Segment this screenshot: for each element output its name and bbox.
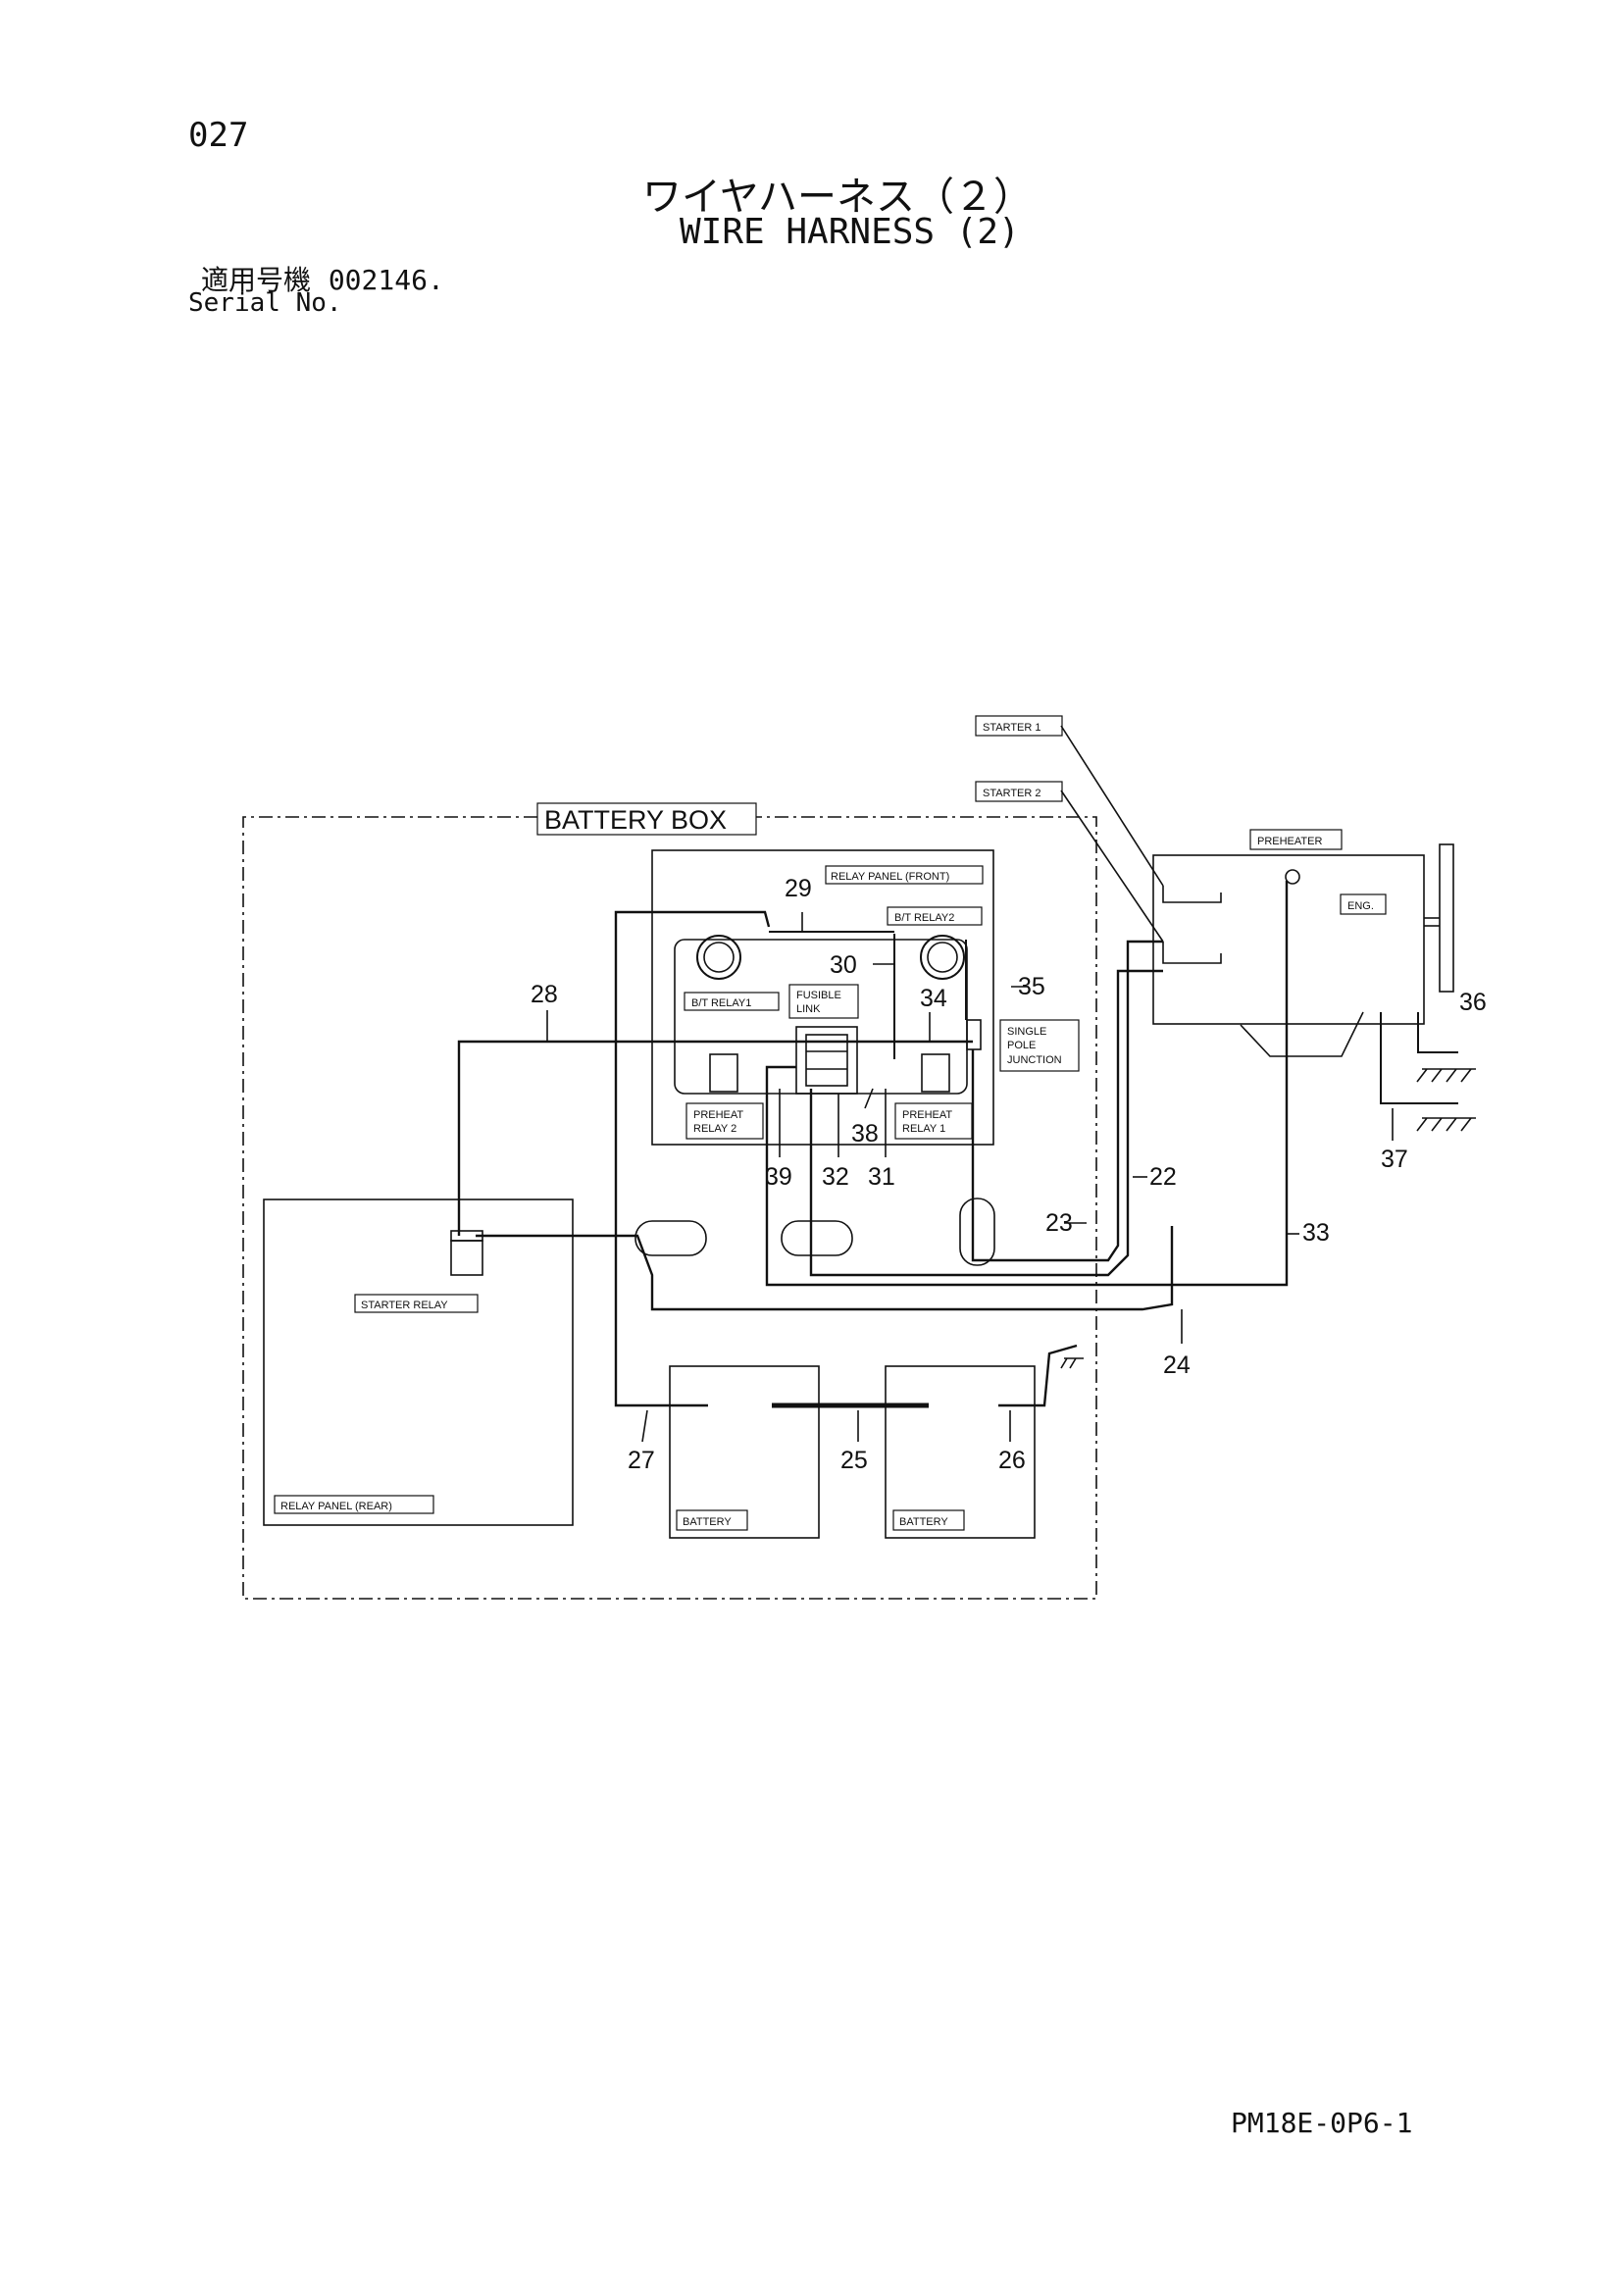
fusible-link-label: FUSIBLE	[796, 990, 841, 1001]
callout-33: 33	[1302, 1219, 1330, 1247]
document-code: PM18E-0P6-1	[1231, 2107, 1413, 2139]
preheat-relay2-body	[709, 1053, 738, 1093]
preheat-relay2-label: PREHEAT	[693, 1109, 743, 1121]
title-english: WIRE HARNESS (2)	[680, 212, 1020, 252]
preheat-relay1-label: PREHEAT	[902, 1109, 952, 1121]
wire-22	[809, 940, 1163, 1277]
single-pole-label-2: POLE	[1007, 1040, 1036, 1051]
starter-relay-label: STARTER RELAY	[361, 1300, 448, 1311]
wire-33	[765, 881, 1289, 1287]
callout-39: 39	[765, 1163, 792, 1191]
wire-26	[998, 1344, 1078, 1407]
battery-right-label: BATTERY	[899, 1516, 948, 1528]
single-pole-label-3: JUNCTION	[1007, 1054, 1062, 1066]
title-japanese: ワイヤハーネス（２）	[642, 175, 1033, 220]
preheater-label: PREHEATER	[1257, 836, 1322, 847]
bt-relay1-terminal	[696, 935, 741, 980]
starter1-label: STARTER 1	[983, 722, 1041, 734]
single-pole-label: SINGLE	[1007, 1026, 1046, 1038]
callout-32: 32	[822, 1163, 849, 1191]
page-number: 027	[188, 116, 249, 155]
bt-relay1-label: B/T RELAY1	[691, 997, 751, 1009]
relay-panel-rear-outline	[263, 1198, 574, 1526]
relay-panel-front-outline	[651, 849, 994, 1146]
serial-label-japanese: 適用号機	[201, 264, 312, 296]
battery-left-outline	[669, 1365, 820, 1539]
wire-36	[1417, 1012, 1458, 1053]
callout-24: 24	[1163, 1352, 1191, 1379]
battery-left-label: BATTERY	[683, 1516, 732, 1528]
relay-panel-front-label: RELAY PANEL (FRONT)	[831, 871, 949, 883]
callout-38: 38	[851, 1120, 879, 1148]
fuse-block	[795, 1026, 858, 1095]
callout-36: 36	[1459, 989, 1487, 1016]
engine-label: ENG.	[1347, 900, 1374, 912]
starter-box-outline	[1152, 854, 1425, 1025]
single-pole-junction-body	[966, 1019, 982, 1050]
bt-relay2-label: B/T RELAY2	[894, 912, 954, 924]
starter2-label: STARTER 2	[983, 788, 1041, 799]
wire-28	[457, 1040, 973, 1236]
callout-25: 25	[840, 1447, 868, 1474]
wire-27	[614, 910, 771, 1407]
serial-label-english: Serial No.	[188, 288, 342, 318]
callout-31: 31	[868, 1163, 895, 1191]
preheat-relay1-label-2: RELAY 1	[902, 1123, 945, 1135]
callout-34: 34	[920, 985, 947, 1012]
engine-bar	[1439, 843, 1454, 993]
battery-box-outline	[242, 816, 1097, 1600]
relay-wiring-frame	[674, 939, 968, 1095]
fusible-link-label-2: LINK	[796, 1003, 821, 1015]
bt-relay2-terminal	[920, 935, 965, 980]
callout-23: 23	[1045, 1209, 1073, 1237]
relay-panel-rear-label: RELAY PANEL (REAR)	[280, 1501, 392, 1512]
callout-26: 26	[998, 1447, 1026, 1474]
callout-22: 22	[1149, 1163, 1177, 1191]
wire-24	[476, 1226, 1174, 1311]
callout-27: 27	[628, 1447, 655, 1474]
preheat-relay2-label-2: RELAY 2	[693, 1123, 736, 1135]
serial-value: 002146.	[328, 264, 444, 296]
callout-30: 30	[830, 951, 857, 979]
callout-29: 29	[785, 875, 812, 902]
serial-line-japanese: 適用号機 002146.	[201, 259, 444, 298]
callout-35: 35	[1018, 973, 1045, 1000]
callout-37: 37	[1381, 1146, 1408, 1173]
wire-37	[1380, 1012, 1458, 1104]
preheat-relay1-body	[921, 1053, 950, 1093]
starter-relay-body	[450, 1240, 483, 1276]
battery-right-outline	[885, 1365, 1036, 1539]
wire-23	[971, 969, 1163, 1262]
callout-28: 28	[531, 981, 558, 1008]
battery-box-label: BATTERY BOX	[544, 805, 727, 835]
